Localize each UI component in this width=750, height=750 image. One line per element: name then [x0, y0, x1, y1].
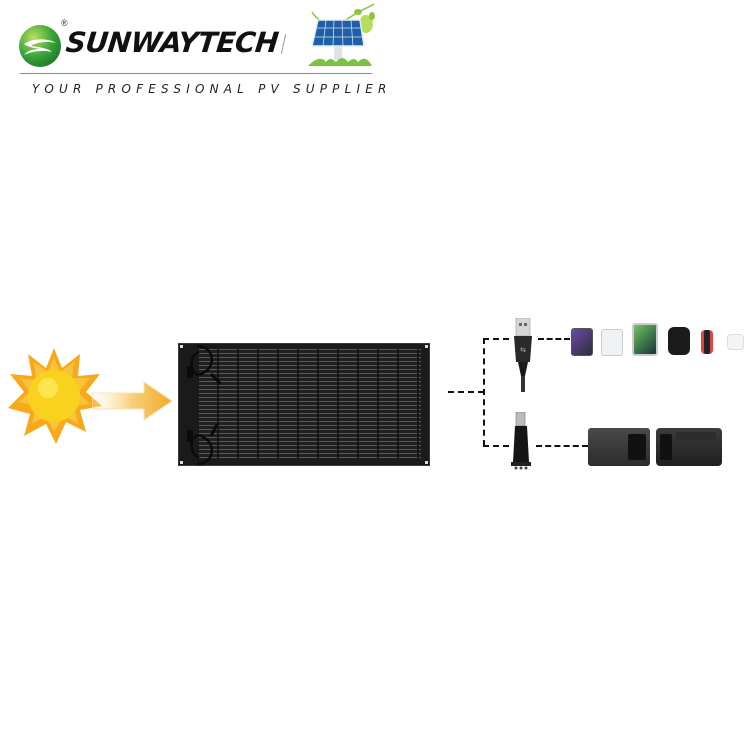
arrow-right-icon [92, 381, 173, 421]
earbuds-case-icon [727, 334, 744, 350]
fitness-band-icon [701, 330, 713, 354]
dc-plug-icon [511, 412, 531, 470]
connector-line-usb-devices [538, 338, 570, 340]
solar-cell-grid [199, 349, 421, 459]
tablet-icon [632, 323, 658, 356]
brand-separator [280, 34, 287, 54]
grommet [180, 345, 183, 348]
svg-text:⇆: ⇆ [520, 346, 526, 354]
brand-name: SUNWAYTECH [64, 26, 280, 59]
tagline: YOUR PROFESSIONAL PV SUPPLIER [32, 82, 392, 96]
connector-line-main [448, 391, 484, 393]
header-divider [20, 73, 372, 74]
smartwatch-icon [668, 327, 690, 355]
connector-line-dc [483, 445, 509, 447]
grommet [425, 461, 428, 464]
registered-mark: ® [61, 18, 68, 28]
sun-icon [8, 348, 102, 444]
grommet [180, 461, 183, 464]
panel-cables-icon [187, 344, 221, 466]
power-station-rugged-icon [656, 428, 722, 466]
connector-line-vertical [483, 338, 485, 446]
sunwaytech-logo-icon [19, 25, 61, 67]
grommet [425, 345, 428, 348]
power-bank-icon [601, 329, 623, 356]
solar-panel-vine-icon [308, 3, 375, 66]
connector-line-usb [483, 338, 509, 340]
power-station-icon [588, 428, 650, 466]
usb-cable-icon: ⇆ [514, 318, 532, 392]
connector-line-dc-devices [536, 445, 588, 447]
smartphone-icon [571, 328, 593, 356]
flexible-solar-panel [178, 343, 430, 466]
